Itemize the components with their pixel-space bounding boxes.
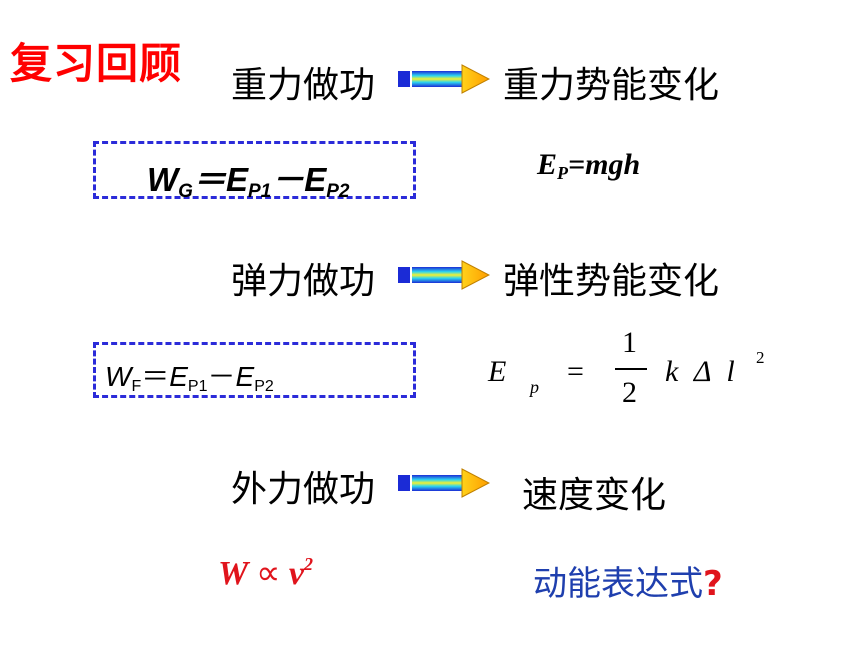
external-work-label: 外力做功 [231, 469, 376, 510]
gravity-potential-change-label: 重力势能变化 [503, 65, 720, 106]
gravity-potential-formula: EP=mgh [537, 148, 641, 183]
elastic-work-formula: WF＝EP1－EP2 [105, 361, 274, 395]
arrow-right-icon [398, 64, 490, 94]
arrow-right-icon [398, 260, 490, 290]
elastic-work-label: 弹力做功 [231, 261, 376, 302]
kinetic-energy-question: 动能表达式? [533, 564, 723, 604]
arrow-right-icon [398, 468, 490, 498]
fraction-numerator: 1 [622, 326, 637, 359]
gravity-formula-box [93, 141, 416, 199]
elastic-potential-e: E [488, 355, 507, 388]
fraction-denominator: 2 [622, 376, 637, 409]
elastic-potential-equals: = [567, 355, 584, 388]
gravity-work-label: 重力做功 [231, 65, 376, 106]
elastic-potential-subscript: p [530, 377, 539, 397]
elastic-formula-box [93, 342, 416, 398]
velocity-change-label: 速度变化 [522, 475, 667, 516]
gravity-work-formula: WG＝EP1－EP2 [147, 161, 350, 202]
fraction-bar [615, 368, 647, 370]
elastic-potential-square: 2 [756, 348, 765, 367]
work-proportional-formula: W ∝ v2 [218, 554, 314, 592]
section-title: 复习回顾 [10, 39, 183, 88]
elastic-potential-change-label: 弹性势能变化 [503, 261, 720, 302]
elastic-potential-rest: k Δ l [665, 355, 739, 388]
